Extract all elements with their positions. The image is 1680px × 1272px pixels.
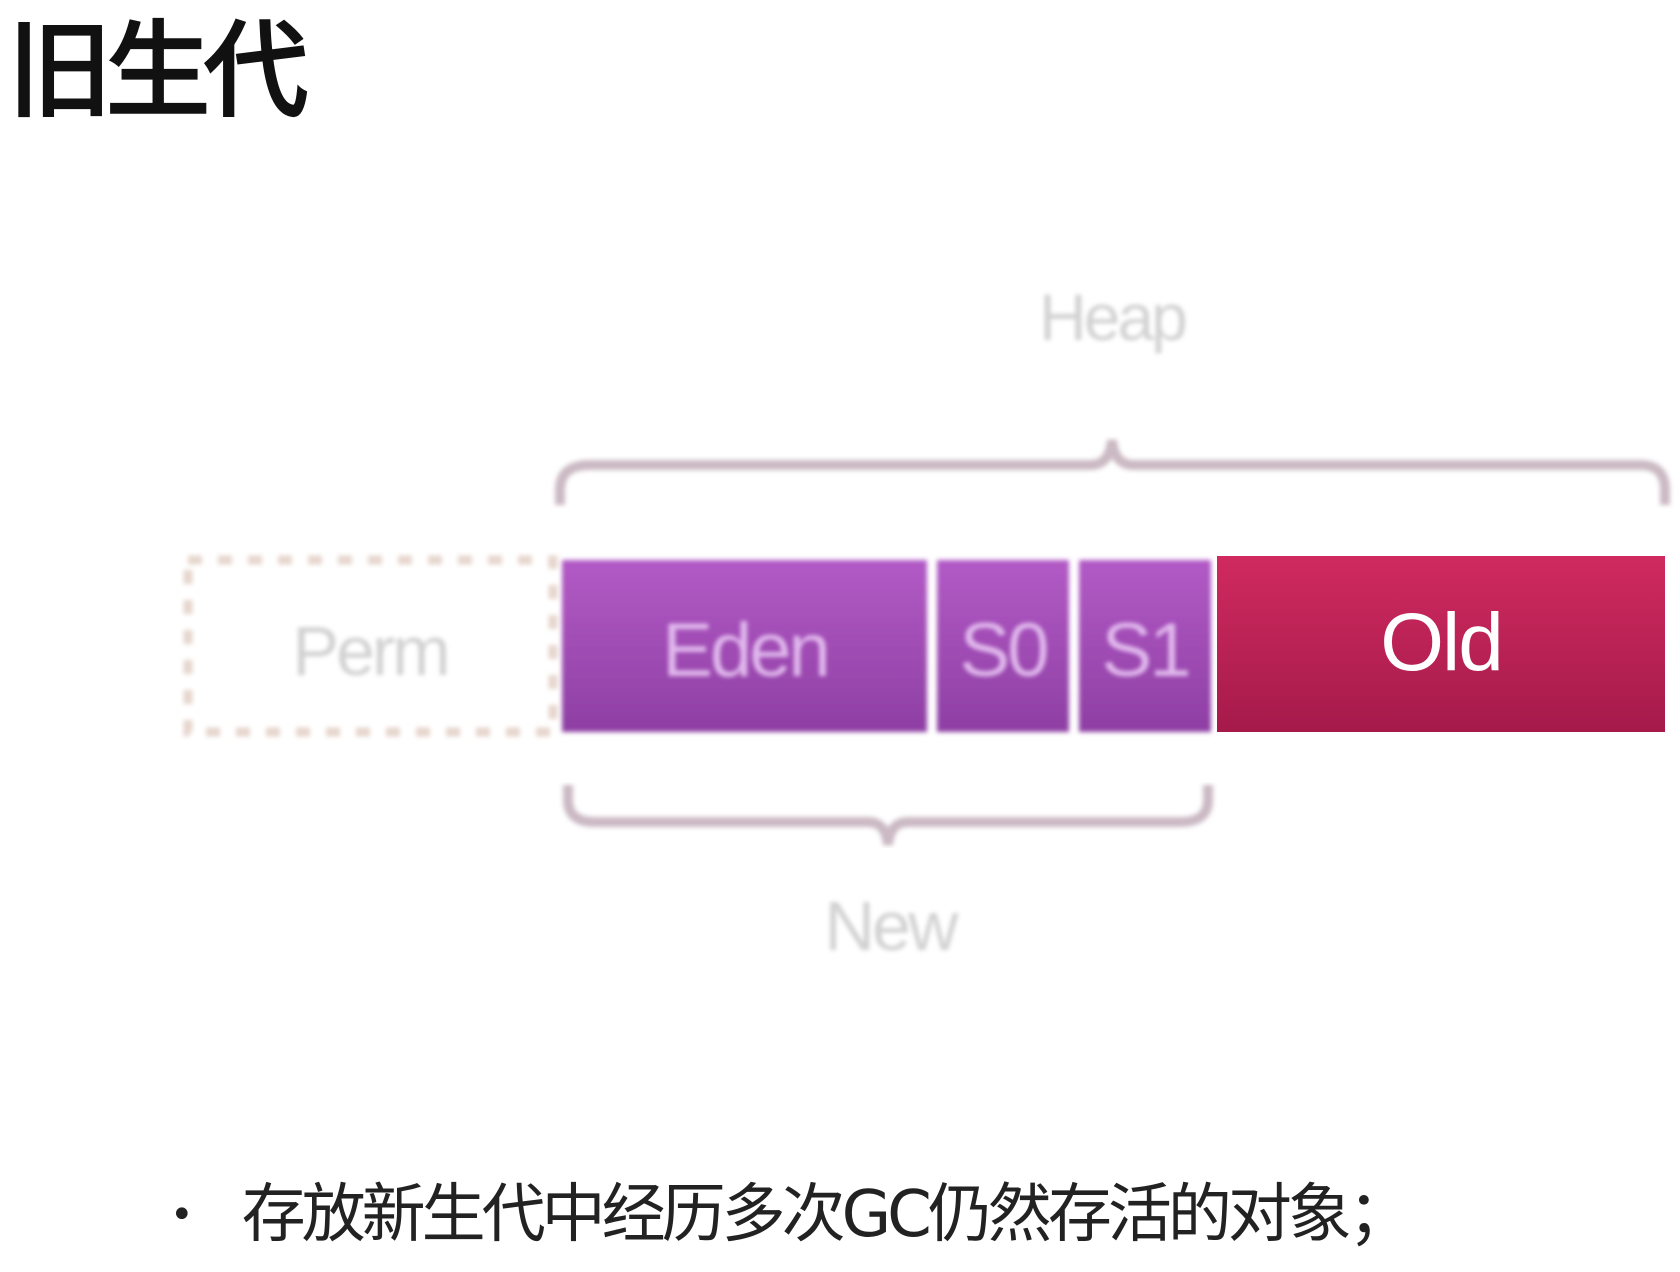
s0-label: S0 [960,608,1048,693]
perm-label: Perm [292,612,447,690]
s1-box [1079,560,1211,732]
new-bracket [563,785,1213,846]
young-generation [562,560,1211,732]
old-generation: Old [1217,556,1665,732]
old-label: Old [1380,597,1502,688]
heap-group: Heap [555,280,1670,505]
bullet-list-item: • 存放新生代中经历多次GC仍然存活的对象； [170,1178,1412,1252]
s0-box [937,560,1069,732]
old-box [1217,556,1665,732]
perm-box: Perm [183,555,558,737]
heap-bracket [555,439,1670,505]
eden-label: Eden [662,608,828,693]
heap-label: Heap [1039,280,1185,354]
new-label: New [824,887,958,965]
eden-box [562,560,927,732]
s1-label: S1 [1102,608,1189,693]
perm-box-border [183,555,558,737]
new-group: New [563,785,1213,965]
page-title: 旧生代 [8,10,308,132]
bullet-text: 存放新生代中经历多次GC仍然存活的对象； [241,1178,1412,1252]
bullet-dot-icon: • [170,1192,194,1239]
